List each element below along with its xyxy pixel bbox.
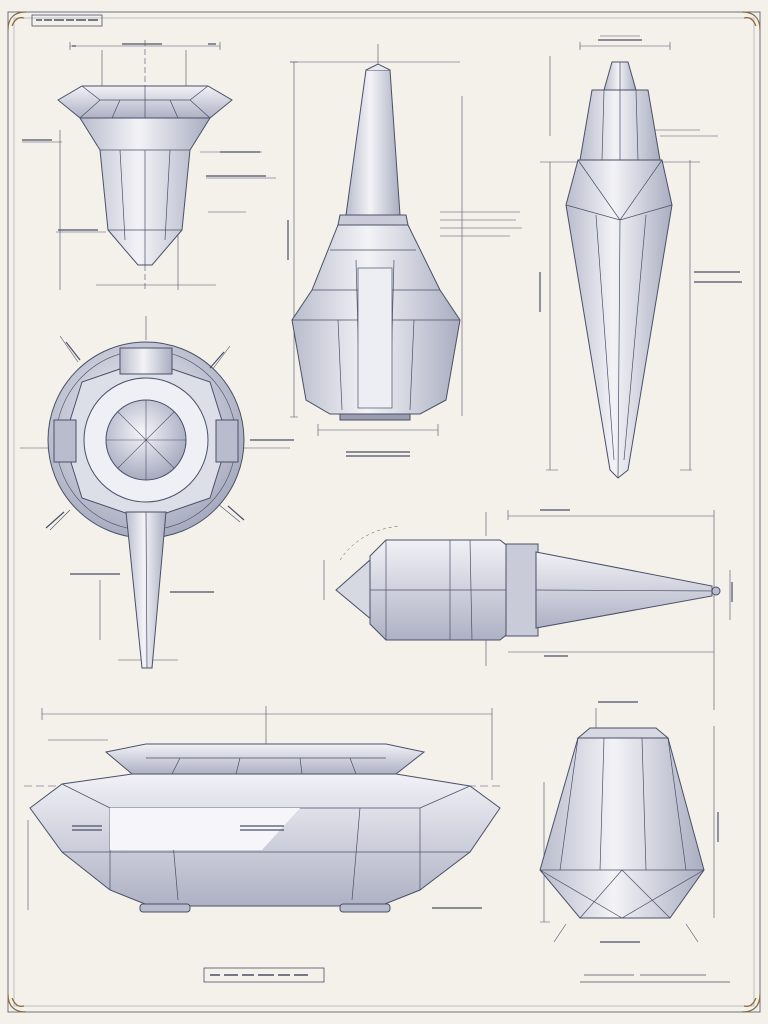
outer-frame: [7, 11, 761, 1013]
pod-capsule-view: [287, 44, 522, 457]
saucer-hull-view: [24, 706, 504, 913]
title-block: [31, 14, 103, 27]
vertical-tower-view: [22, 40, 276, 290]
scroll-corner-icon: [7, 11, 761, 1013]
footer-title-box: [203, 967, 730, 983]
spear-hull-view: [539, 35, 742, 479]
inner-frame: [13, 17, 755, 1007]
lantern-pod-view: [539, 701, 719, 943]
side-profile-view: [323, 509, 733, 710]
radial-top-view: [20, 316, 294, 669]
